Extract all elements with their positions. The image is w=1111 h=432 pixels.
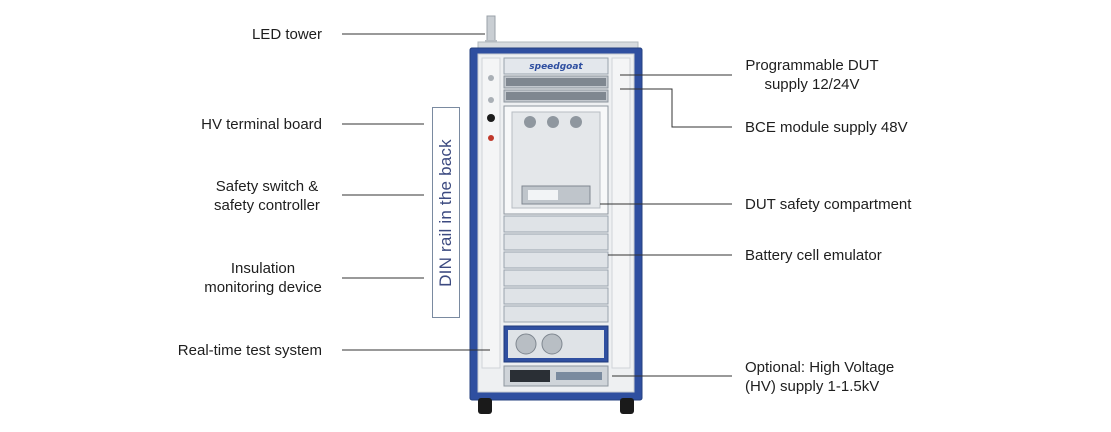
- din-rail-box: DIN rail in the back: [432, 107, 460, 318]
- label-battery-cell: Battery cell emulator: [745, 247, 882, 264]
- label-prog-dut-line2: supply 12/24V: [764, 76, 860, 93]
- label-prog-dut: Programmable DUT supply 12/24V: [742, 56, 882, 94]
- label-led-tower: LED tower: [251, 26, 322, 43]
- din-rail-label: DIN rail in the back: [436, 138, 455, 287]
- label-realtime: Real-time test system: [177, 342, 322, 359]
- battery-cell-emulator: [503, 215, 609, 323]
- label-insulation-line1: Insulation: [230, 260, 296, 277]
- label-hv-supply-line1: Optional: High Voltage: [745, 359, 895, 376]
- label-hv-supply: Optional: High Voltage (HV) supply 1-1.5…: [745, 358, 894, 396]
- label-safety-switch-line2: safety controller: [214, 197, 320, 214]
- bce-supply-line: [620, 88, 732, 128]
- label-hv-supply-line2: (HV) supply 1-1.5kV: [745, 378, 880, 395]
- label-safety-switch: Safety switch & safety controller: [205, 177, 329, 215]
- label-hv-terminal: HV terminal board: [201, 116, 322, 133]
- brand-logo: speedgoat: [529, 62, 583, 72]
- speedgoat-unit: [503, 57, 609, 75]
- label-insulation-line2: monitoring device: [204, 279, 322, 296]
- label-safety-switch-line1: Safety switch &: [215, 178, 319, 195]
- label-prog-dut-line1: Programmable DUT: [745, 57, 879, 74]
- label-insulation: Insulation monitoring device: [197, 259, 329, 297]
- label-bce-supply: BCE module supply 48V: [745, 119, 908, 136]
- label-dut-safety: DUT safety compartment: [745, 196, 912, 213]
